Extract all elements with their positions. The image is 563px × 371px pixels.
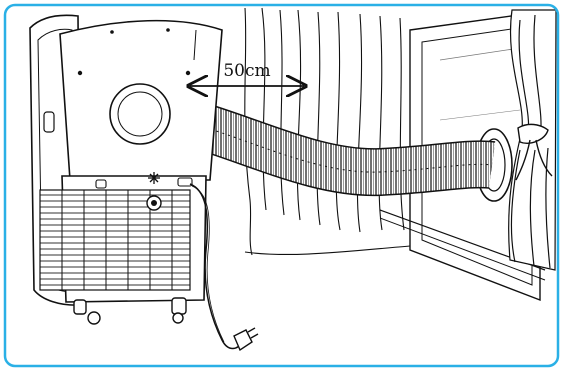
hose-collar	[110, 84, 170, 144]
portable-ac-unit	[30, 15, 222, 324]
side-handle	[44, 112, 54, 132]
clearance-dimension-label: 50cm	[223, 61, 270, 81]
